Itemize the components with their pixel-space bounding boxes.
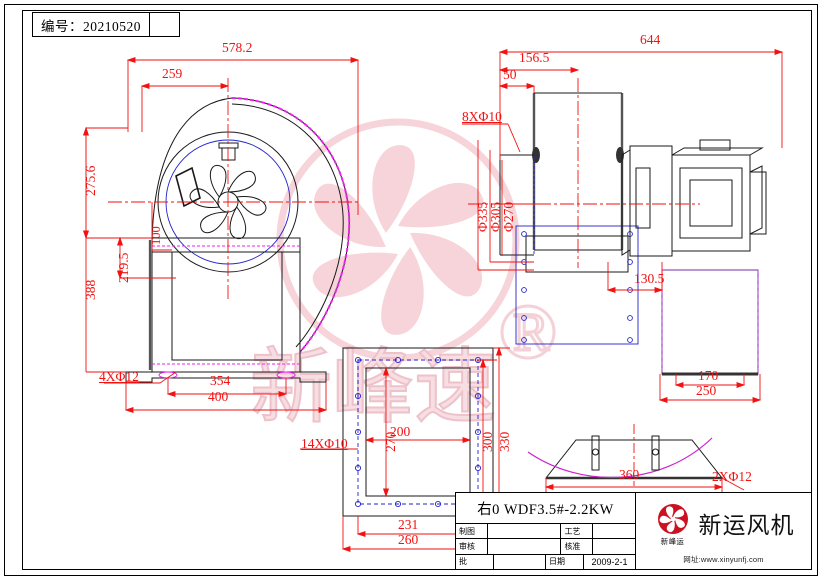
- table-row: 制图 工艺: [456, 524, 635, 540]
- dim-flange-thickness: 50: [503, 67, 517, 82]
- dim-flange-outer-width: 260: [398, 532, 419, 547]
- cell-reviewer-label: 审核: [456, 539, 488, 554]
- sheet-border-inner: [22, 10, 812, 570]
- title-block-grid: 制图 工艺 审核 核准 批 日期 2009-2-1: [456, 524, 635, 569]
- dim-base-inner-width: 354: [210, 373, 231, 388]
- dim-overall-width: 578.2: [222, 40, 253, 55]
- dim-base-outer-width: 400: [208, 389, 229, 404]
- dim-flange-bolt-note: 14XΦ10: [301, 436, 348, 451]
- cell-process-value[interactable]: [593, 524, 635, 538]
- cell-reviewer-value[interactable]: [488, 539, 562, 554]
- brand-row: 新峰运 新运风机: [653, 499, 795, 547]
- title-block-left: 右0 WDF3.5#-2.2KW 制图 工艺 审核 核准 批: [456, 493, 636, 569]
- brand-area: 新峰运 新运风机 网址:www.xinyunfj.com: [636, 493, 811, 569]
- dim-flange-bolt-pitch-height: 300: [480, 431, 495, 452]
- cell-drafter-value[interactable]: [488, 524, 562, 539]
- table-row: 审核 核准: [456, 539, 635, 555]
- dim-motor-offset: 130.5: [634, 271, 665, 286]
- dim-bracket-hole-note: 2XΦ12: [712, 469, 752, 484]
- dim-flange-bolt-pitch-width: 231: [398, 517, 419, 532]
- brand-name-text: 新运风机: [698, 513, 795, 538]
- dim-bracket-width: 360: [619, 467, 640, 482]
- dim-height-lower: 219.5: [116, 252, 131, 283]
- cell-drafter-label: 制图: [456, 524, 488, 539]
- drawing-number-text: 编号：20210520: [41, 18, 141, 34]
- model-designation: 右0 WDF3.5#-2.2KW: [456, 493, 635, 524]
- cell-approver-value[interactable]: [593, 539, 635, 553]
- cell-date-label: 日期: [546, 554, 584, 569]
- cell-version-value[interactable]: [494, 554, 546, 569]
- table-row: 批 日期 2009-2-1: [456, 554, 635, 569]
- dim-flange-inner-width: 200: [390, 424, 411, 439]
- drawing-number-box: 编号：20210520: [32, 12, 150, 37]
- brand-sub-text: 新峰运: [660, 537, 685, 546]
- logo-wrap: 新峰运: [653, 499, 693, 547]
- dim-hub-height: 100: [149, 226, 163, 245]
- sheet-border-outer: [4, 4, 818, 576]
- dim-height-upper: 275.6: [83, 165, 98, 196]
- dim-motor-base-inner: 170: [698, 368, 719, 383]
- brand-website-text: 网址:www.xinyunfj.com: [683, 555, 764, 564]
- dim-inlet-bolt-note: 8XΦ10: [462, 109, 502, 124]
- title-block: 右0 WDF3.5#-2.2KW 制图 工艺 审核 核准 批: [455, 492, 812, 570]
- cell-process-label: 工艺: [561, 524, 594, 539]
- dim-inlet-length: 156.5: [519, 50, 550, 65]
- dim-motor-base-outer: 250: [696, 383, 717, 398]
- fan-logo-icon: [657, 504, 688, 534]
- cell-date-value: 2009-2-1: [591, 556, 628, 567]
- dim-inlet-offset: 259: [162, 66, 183, 81]
- dim-total-height: 388: [83, 279, 98, 300]
- dim-base-hole-note: 4XΦ12: [99, 369, 139, 384]
- dim-flange-outer-height: 330: [497, 431, 512, 452]
- cell-version-label: 批: [456, 554, 494, 569]
- dim-overall-length: 644: [640, 32, 661, 47]
- dim-inlet-bore-dia: Φ270: [501, 201, 516, 232]
- cell-approver-label: 核准: [561, 539, 594, 554]
